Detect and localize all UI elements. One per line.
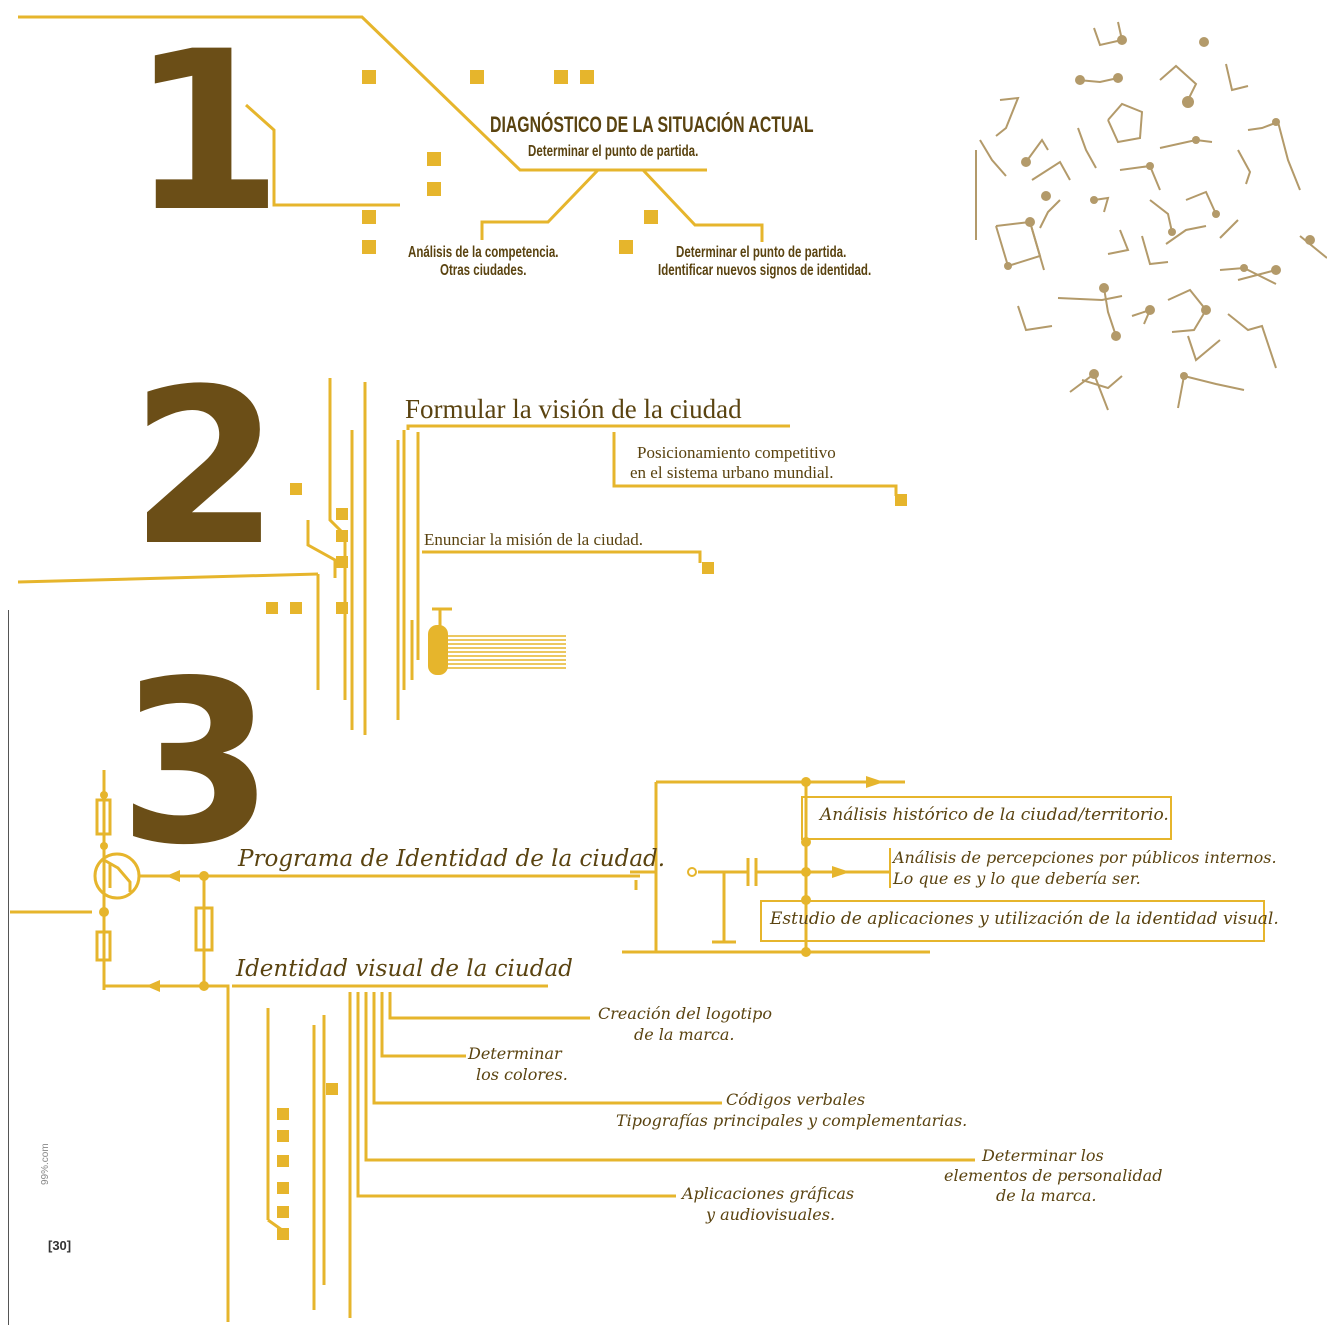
personality-line-1: Determinar los xyxy=(982,1146,1104,1165)
history-analysis-box xyxy=(801,796,1172,840)
logo-creation-line-2: de la marca. xyxy=(634,1025,735,1044)
perceptions-line-2: Lo que es y lo que debería ser. xyxy=(893,869,1141,888)
applications-study-text: Estudio de aplicaciones y utilización de… xyxy=(770,909,1279,929)
personality-line-3: de la marca. xyxy=(996,1186,1097,1205)
positioning-line-2: en el sistema urbano mundial. xyxy=(630,463,834,482)
step-2-title: Formular la visión de la ciudad xyxy=(405,394,742,424)
applications-line-1: Aplicaciones gráficas xyxy=(682,1184,855,1203)
page-number: [30] xyxy=(48,1238,72,1253)
step-1-title: DIAGNÓSTICO DE LA SITUACIÓN ACTUAL xyxy=(490,112,814,137)
verbal-codes-line-2: Tipografías principales y complementaria… xyxy=(616,1111,968,1130)
verbal-codes-line-1: Códigos verbales xyxy=(726,1090,866,1109)
identity-program-label: Programa de Identidad de la ciudad. xyxy=(238,846,666,872)
logo-creation-line-1: Creación del logotipo xyxy=(598,1004,772,1023)
step-1-number: 1 xyxy=(130,4,283,260)
site-url: 99%.com xyxy=(40,1143,51,1185)
visual-identity-label: Identidad visual de la ciudad xyxy=(236,956,573,982)
constellation-lines xyxy=(975,21,1327,411)
colors-line-1: Determinar xyxy=(468,1044,562,1063)
history-analysis-text: Análisis histórico de la ciudad/territor… xyxy=(820,805,1169,825)
competition-line-1: Análisis de la competencia. xyxy=(408,244,559,261)
applications-study-box xyxy=(760,900,1265,942)
competition-line-2: Otras ciudades. xyxy=(440,262,527,279)
applications-line-2: y audiovisuales. xyxy=(706,1205,836,1224)
step-3-number: 3 xyxy=(118,633,275,895)
step-2-number: 2 xyxy=(130,342,280,593)
perceptions-bracket xyxy=(889,848,891,888)
step-1-subtitle: Determinar el punto de partida. xyxy=(528,143,699,160)
perceptions-line-1: Análisis de percepciones por públicos in… xyxy=(893,848,1277,867)
mission-text: Enunciar la misión de la ciudad. xyxy=(424,530,644,549)
identity-signs-line-1: Determinar el punto de partida. xyxy=(676,244,847,261)
positioning-line-1: Posicionamiento competitivo xyxy=(637,443,836,462)
identity-signs-line-2: Identificar nuevos signos de identidad. xyxy=(658,262,872,279)
page-left-rule xyxy=(8,610,9,1325)
colors-line-2: los colores. xyxy=(476,1065,568,1084)
personality-line-2: elementos de personalidad xyxy=(944,1166,1163,1185)
